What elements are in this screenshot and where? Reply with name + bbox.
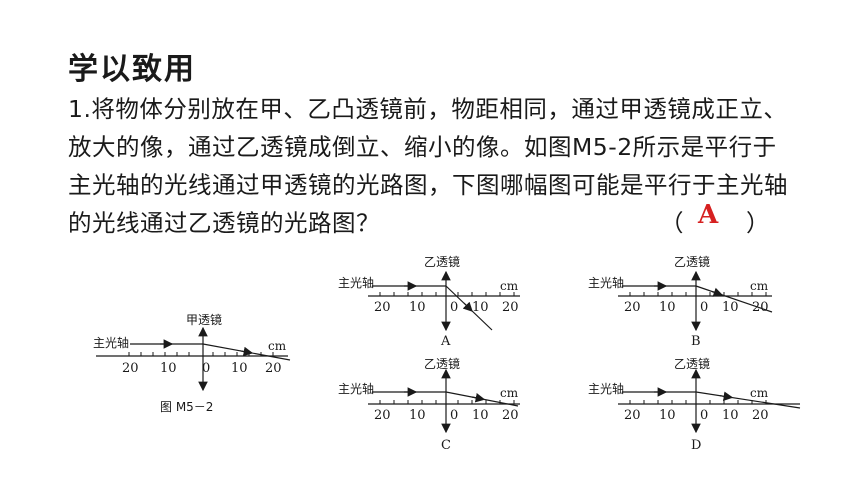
section-heading: 学以致用 — [68, 52, 196, 87]
refracted-ray — [695, 391, 801, 409]
tick-label: 10 — [722, 408, 739, 423]
figure-caption: 图 M5－2 — [160, 400, 213, 414]
unit-label: cm — [500, 386, 519, 400]
tick-label: 10 — [722, 300, 739, 315]
lens-label: 乙透镜 — [424, 254, 460, 269]
tick-label: 10 — [160, 361, 177, 376]
unit-label: cm — [268, 339, 287, 353]
tick-label: 0 — [450, 408, 458, 423]
tick-label: 20 — [624, 408, 641, 423]
answer-value: A — [698, 200, 719, 230]
lens-label: 乙透镜 — [424, 356, 460, 371]
option-letter: D — [691, 438, 701, 453]
unit-label: cm — [750, 279, 769, 293]
option-b-diagram: 乙透镜 主光轴 cm 20 10 0 10 20 B — [588, 254, 773, 349]
tick-label: 10 — [409, 300, 426, 315]
tick-label: 20 — [624, 300, 641, 315]
tick-label: 0 — [700, 300, 708, 315]
question-text: 1.将物体分别放在甲、乙凸透镜前，物距相同，通过甲透镜成正立、放大的像，通过乙透… — [68, 95, 788, 237]
lens-label: 甲透镜 — [186, 312, 222, 327]
tick-label: 10 — [472, 300, 489, 315]
tick-label: 10 — [659, 300, 676, 315]
unit-label: cm — [500, 279, 519, 293]
tick-label: 20 — [752, 408, 769, 423]
axis-label: 主光轴 — [338, 381, 374, 396]
answer-open-paren: （ — [660, 209, 684, 237]
option-a-diagram: 乙透镜 主光轴 cm 20 10 0 10 20 A — [338, 254, 520, 349]
unit-label: cm — [750, 386, 769, 400]
tick-label: 10 — [659, 408, 676, 423]
tick-label: 10 — [409, 408, 426, 423]
tick-label: 10 — [231, 361, 248, 376]
tick-label: 0 — [450, 300, 458, 315]
option-d-diagram: 乙透镜 主光轴 cm 20 10 0 10 20 D — [588, 356, 801, 453]
lens-label: 乙透镜 — [674, 254, 710, 269]
axis-label: 主光轴 — [338, 275, 374, 290]
option-letter: C — [441, 438, 451, 453]
tick-label: 20 — [502, 408, 519, 423]
axis-label: 主光轴 — [93, 335, 129, 350]
figure-m5-2: 甲透镜 主光轴 cm 20 10 0 10 20 图 M5－2 — [93, 312, 291, 414]
tick-label: 20 — [502, 300, 519, 315]
tick-label: 10 — [472, 408, 489, 423]
tick-label: 0 — [202, 361, 210, 376]
axis-label: 主光轴 — [588, 381, 624, 396]
axis-label: 主光轴 — [588, 275, 624, 290]
option-letter: A — [440, 334, 451, 349]
tick-label: 20 — [752, 300, 769, 315]
tick-label: 20 — [374, 408, 391, 423]
tick-label: 20 — [265, 361, 282, 376]
tick-label: 0 — [700, 408, 708, 423]
option-letter: B — [691, 334, 701, 349]
tick-label: 20 — [122, 361, 139, 376]
option-c-diagram: 乙透镜 主光轴 cm 20 10 0 10 20 C — [338, 356, 520, 453]
refracted-ray — [695, 285, 773, 313]
tick-label: 20 — [374, 300, 391, 315]
answer-close-paren: ） — [746, 209, 770, 237]
lens-label: 乙透镜 — [674, 356, 710, 371]
